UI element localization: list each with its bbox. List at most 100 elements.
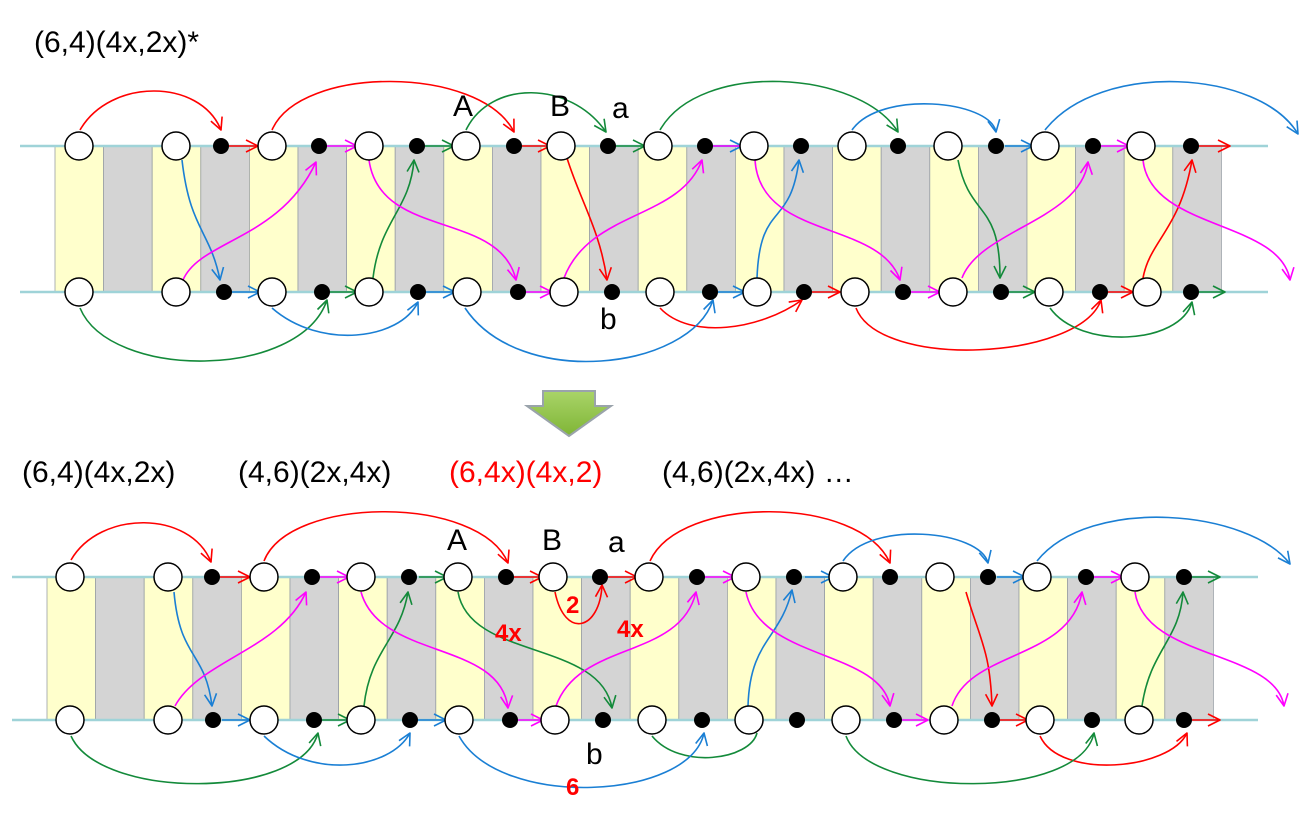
node-open [1124,705,1154,735]
arrowhead [308,732,322,747]
edge-b [747,589,793,707]
node-open [1025,705,1055,735]
node-filled [1176,569,1192,585]
edge-m [174,591,307,707]
arrowhead [295,591,308,606]
node-filled [1078,569,1094,585]
label-a-top: a [612,92,629,125]
edge-m [951,591,1083,707]
arrowhead [594,584,609,598]
band-gray [95,576,145,721]
node-filled [213,138,229,154]
node-filled [895,284,911,300]
node-open [249,562,279,592]
top-title: (6,4)(4x,2x)* [34,26,200,59]
node-open [933,131,963,161]
band-gray [394,145,445,293]
band-gray [483,576,534,721]
arrowhead [1286,120,1299,135]
top-panel [20,80,1299,363]
edge-m [961,161,1089,279]
label-b-top: b [600,303,617,336]
annotation-4x-right: 4x [617,616,644,643]
band-yellow [443,145,493,293]
edge-m [1142,159,1291,281]
node-open [929,705,959,735]
band-yellow [143,576,194,721]
arrowhead [603,694,617,709]
arrowhead [1079,161,1094,175]
node-filled [306,712,322,728]
node-filled [1183,138,1199,154]
edge-g [845,732,1095,785]
label-A-top: A [453,90,474,123]
node-filled [694,712,710,728]
edge-m [360,591,509,709]
edge-g [659,80,899,133]
node-filled [506,138,522,154]
label-A-bottom: A [447,524,468,557]
edge-b [173,591,213,707]
edge-g [651,732,758,759]
edge-m [754,159,901,281]
band-gray [491,145,542,293]
node-filled [793,138,809,154]
arrowhead [406,159,420,173]
edge-r [1039,732,1188,766]
arrowhead [1085,732,1099,747]
label-a-bottom: a [608,526,625,559]
node-open [1126,131,1156,161]
arrowhead [1090,299,1104,314]
arrowhead [915,713,929,727]
arrowhead [200,548,213,563]
bottom-panel [12,511,1291,789]
band-gray [783,145,833,293]
bottom-title-seq4: (4,6)(2x,4x) … [662,456,854,489]
arrowhead [1176,732,1189,747]
node-filled [1183,284,1199,300]
edge-m [745,591,891,707]
edge-r [659,299,803,329]
node-filled [796,284,812,300]
node-open [731,562,761,592]
arrowhead [703,299,716,314]
node-filled [510,284,526,300]
node-open [938,277,968,307]
edge-m [182,161,317,281]
arrowhead [790,159,805,173]
arrowhead [1073,591,1087,606]
arrowhead [497,549,510,564]
node-open [257,131,287,161]
arrowhead [211,266,225,281]
node-filled [498,569,514,585]
node-filled [502,712,518,728]
arrowhead [499,695,514,709]
arrowhead [978,549,992,564]
node-filled [882,569,898,585]
node-filled [886,712,902,728]
edge-b [756,159,800,279]
node-filled [1084,712,1100,728]
node-filled [786,569,802,585]
arrowhead [987,118,1001,133]
arrowhead [399,591,413,606]
node-open [739,131,769,161]
node-open [1034,277,1064,307]
node-open [837,131,867,161]
band-yellow [727,576,777,721]
node-open [452,277,482,307]
band-yellow [54,145,104,293]
node-open [153,562,183,592]
band-gray [289,576,339,721]
edge-b [842,533,989,564]
band-yellow [1115,576,1166,721]
node-filled [205,712,221,728]
arrowhead [984,693,999,707]
node-filled [890,138,906,154]
edge-g [363,591,409,707]
band-gray [678,576,728,721]
band-gray [775,576,825,721]
edge-m [555,591,697,707]
arrowhead [827,285,841,299]
node-open [643,131,673,161]
